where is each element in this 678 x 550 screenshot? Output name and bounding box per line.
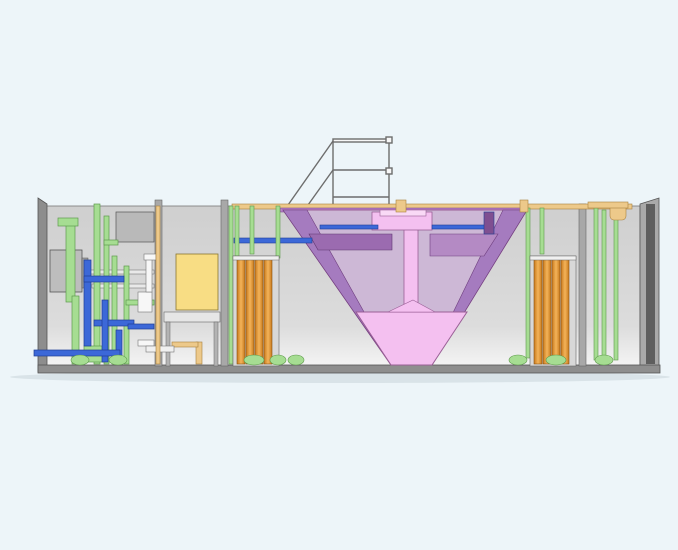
container-floor	[37, 364, 661, 374]
white-pipes-left	[137, 253, 157, 347]
left-end-wall	[37, 197, 48, 373]
panel-shelf	[163, 311, 221, 323]
hopper-tank-icon	[282, 209, 528, 366]
partition-2	[220, 199, 229, 367]
wall-panel	[115, 211, 155, 243]
green-pipes-left	[57, 203, 155, 365]
purple-trough	[308, 233, 393, 251]
mechanical-room	[33, 203, 157, 366]
pump-skid-icon	[70, 354, 128, 366]
control-panel-room	[145, 253, 221, 367]
ground-shadow	[10, 371, 670, 383]
filter-cartridges-left-icon	[232, 255, 305, 367]
partition-3	[578, 203, 587, 367]
railing-icon	[287, 136, 393, 207]
control-panel-icon	[175, 253, 219, 311]
blue-pipes-left	[33, 259, 155, 363]
blue-pipes	[233, 211, 495, 244]
filter-cartridges-right-icon	[508, 255, 614, 367]
tan-pipe-right	[395, 199, 629, 213]
